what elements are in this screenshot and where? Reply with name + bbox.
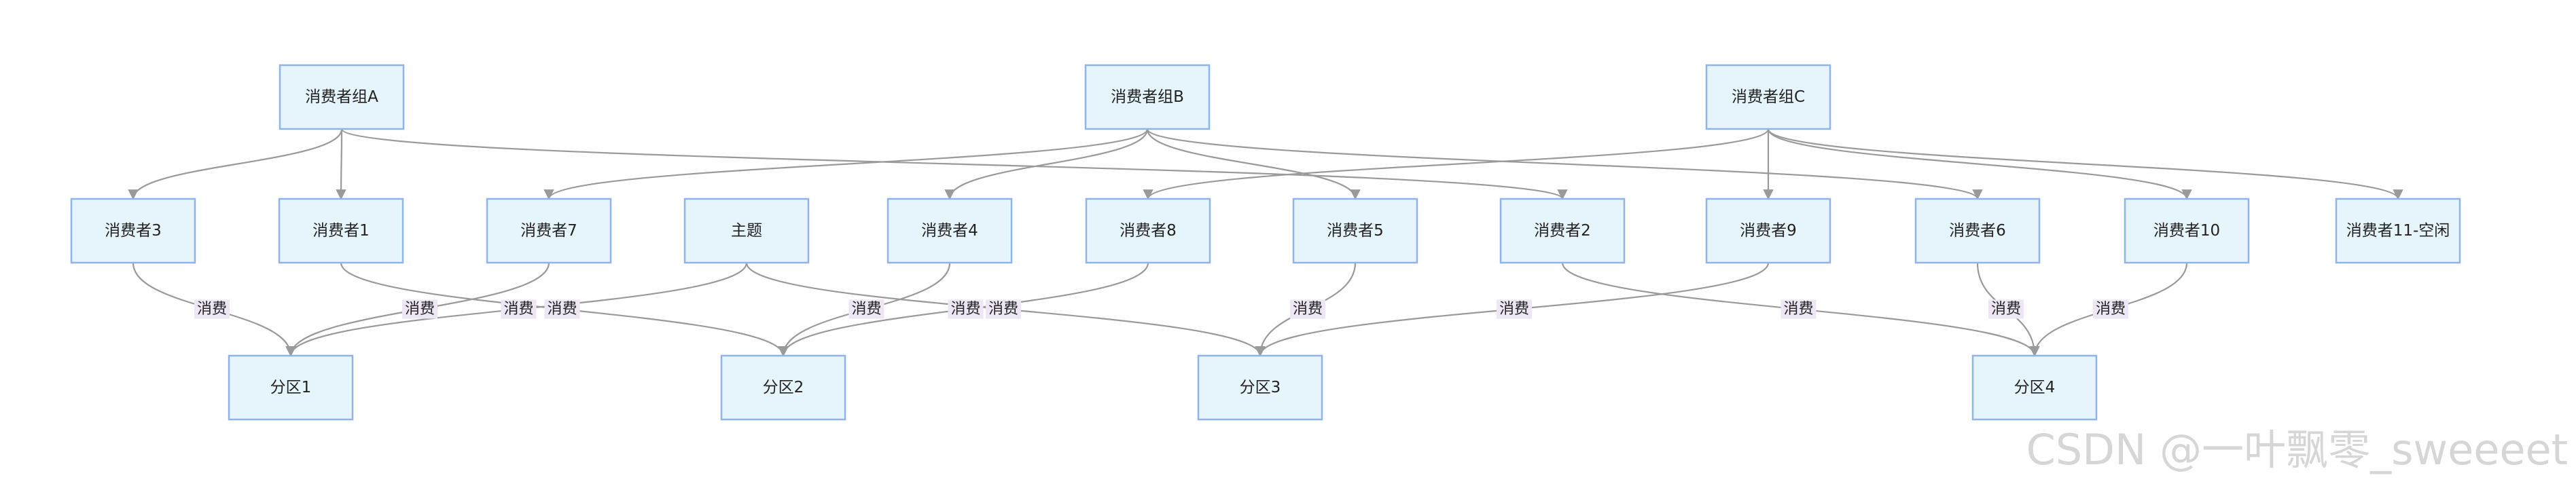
edge-label-c4-to-p2: 消费 — [848, 299, 884, 319]
edge-groupB-to-c5 — [1146, 128, 1361, 200]
edge-label-c7-to-p1: 消费 — [402, 299, 437, 319]
node-label-c9: 消费者9 — [1740, 222, 1797, 240]
node-label-c4: 消费者4 — [921, 222, 978, 240]
node-label-c2: 消费者2 — [1534, 222, 1591, 240]
edge-label-text: 消费 — [503, 301, 533, 318]
nodes-layer: 消费者组A 消费者组B 消费者组C 消费者3 消费者1 消费者7 主题 消费者4 消费者8 消费者… — [70, 64, 2461, 421]
node-c9: 消费者9 — [1705, 198, 1831, 264]
node-groupA: 消费者组A — [279, 64, 405, 130]
edge-label-c10-to-p4: 消费 — [2093, 299, 2128, 319]
edge-label-text: 消费 — [547, 301, 577, 318]
edge-groupB-to-c7 — [543, 128, 1149, 200]
node-label-groupA: 消费者组A — [305, 88, 378, 106]
node-label-p2: 分区2 — [763, 379, 804, 396]
edge-label-c2-to-p4: 消费 — [1781, 299, 1817, 319]
edge-label-text: 消费 — [2096, 301, 2126, 318]
node-label-topic: 主题 — [731, 222, 762, 240]
edge-label-c9-to-p3: 消费 — [1497, 299, 1532, 319]
edge-groupC-to-c10 — [1767, 128, 2192, 200]
edge-label-text: 消费 — [851, 301, 881, 318]
edge-groupB-to-c6 — [1146, 128, 1983, 200]
node-label-groupC: 消费者组C — [1732, 88, 1805, 106]
node-c4: 消费者4 — [887, 198, 1013, 264]
edge-label-text: 消费 — [1499, 301, 1529, 318]
watermark: CSDN @一叶飘零_sweeeet — [2026, 425, 2568, 474]
node-p4: 分区4 — [1971, 354, 2098, 421]
node-label-groupB: 消费者组B — [1111, 88, 1184, 106]
node-p2: 分区2 — [720, 354, 846, 421]
node-label-c6: 消费者6 — [1949, 222, 2006, 240]
node-label-c11: 消费者11-空闲 — [2346, 222, 2450, 240]
edge-labels-layer: 消费消费消费消费消费消费消费消费消费消费消费消费 — [194, 299, 2128, 319]
node-label-c1: 消费者1 — [312, 222, 370, 240]
edge-groupC-to-c11 — [1767, 128, 2403, 200]
edge-label-c8-to-p2: 消费 — [948, 299, 984, 319]
node-c1: 消费者1 — [278, 198, 404, 264]
node-topic: 主题 — [683, 198, 810, 264]
node-p3: 分区3 — [1197, 354, 1323, 421]
node-c10: 消费者10 — [2124, 198, 2250, 264]
edge-label-text: 消费 — [1293, 301, 1323, 318]
node-label-c5: 消费者5 — [1327, 222, 1384, 240]
node-label-p1: 分区1 — [270, 379, 312, 396]
node-label-c8: 消费者8 — [1120, 222, 1177, 240]
node-c8: 消费者8 — [1085, 198, 1211, 264]
edge-groupA-to-c2 — [340, 128, 1568, 200]
edge-label-text: 消费 — [988, 301, 1018, 318]
edge-label-text: 消费 — [1991, 301, 2021, 318]
node-p1: 分区1 — [228, 354, 354, 421]
node-label-p4: 分区4 — [2014, 379, 2056, 396]
edge-label-text: 消费 — [1783, 301, 1813, 318]
node-c5: 消费者5 — [1292, 198, 1418, 264]
node-c2: 消费者2 — [1499, 198, 1626, 264]
node-label-p3: 分区3 — [1240, 379, 1281, 396]
node-c6: 消费者6 — [1914, 198, 2041, 264]
node-label-c3: 消费者3 — [105, 222, 162, 240]
edge-label-text: 消费 — [197, 301, 227, 318]
edge-label-text: 消费 — [950, 301, 980, 318]
edge-groupA-to-c1 — [336, 128, 346, 200]
edge-label-c1-to-p2: 消费 — [544, 299, 580, 319]
edges-layer — [128, 128, 2403, 357]
node-label-c7: 消费者7 — [520, 222, 577, 240]
node-groupB: 消费者组B — [1084, 64, 1211, 130]
edge-groupA-to-c3 — [128, 128, 343, 200]
node-c3: 消费者3 — [70, 198, 196, 264]
edge-label-c5-to-p3: 消费 — [1290, 299, 1325, 319]
edge-label-text: 消费 — [405, 301, 435, 318]
node-c7: 消费者7 — [486, 198, 612, 264]
node-label-c10: 消费者10 — [2153, 222, 2220, 240]
edge-label-topic-to-p3: 消费 — [986, 299, 1021, 319]
edge-groupB-to-c4 — [944, 128, 1149, 200]
edge-label-topic-to-p1: 消费 — [501, 299, 537, 319]
edge-label-c3-to-p1: 消费 — [194, 299, 230, 319]
edge-groupC-to-c8 — [1143, 128, 1770, 200]
node-groupC: 消费者组C — [1705, 64, 1831, 130]
node-c11: 消费者11-空闲 — [2335, 198, 2461, 264]
edge-label-c6-to-p4: 消费 — [1988, 299, 2024, 319]
